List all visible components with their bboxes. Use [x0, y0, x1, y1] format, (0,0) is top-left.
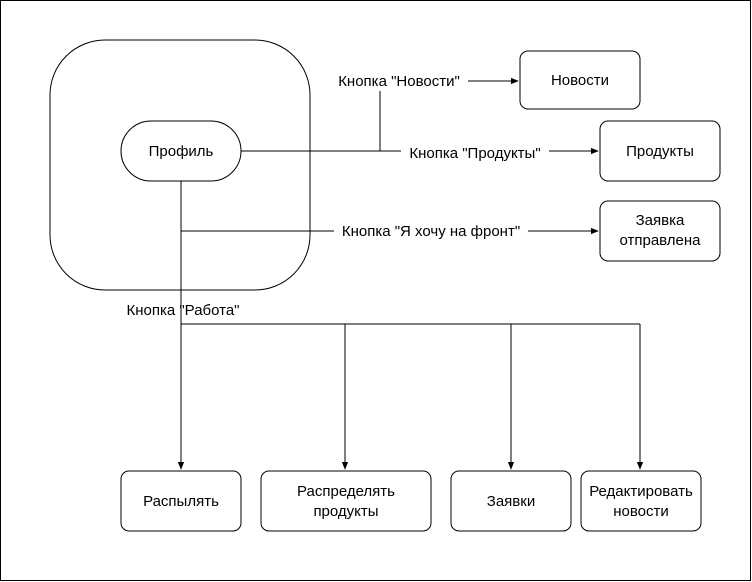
- node-products-label: Продукты: [626, 143, 694, 160]
- node-profile: Профиль: [120, 120, 242, 182]
- node-spray-label: Распылять: [143, 493, 219, 510]
- node-requests-label: Заявки: [487, 493, 535, 510]
- node-spray: Распылять: [120, 470, 242, 532]
- node-edit-news-label-line2: новости: [613, 503, 669, 520]
- node-distribute: Распределять продукты: [260, 470, 432, 532]
- edge-label-work: Кнопка "Работа": [126, 302, 239, 319]
- edge-label-products: Кнопка "Продукты": [409, 145, 540, 162]
- node-profile-label: Профиль: [149, 143, 214, 160]
- edge-label-news: Кнопка "Новости": [338, 73, 460, 90]
- node-distribute-label-line2: продукты: [313, 503, 378, 520]
- node-news: Новости: [519, 50, 641, 110]
- node-edit-news: Редактировать новости: [580, 470, 702, 532]
- node-distribute-label-line1: Распределять: [297, 483, 395, 500]
- node-requests: Заявки: [450, 470, 572, 532]
- node-request-sent-label-line2: отправлена: [619, 232, 701, 249]
- node-edit-news-label-line1: Редактировать: [589, 483, 693, 500]
- connectors: [177, 77, 644, 470]
- node-products: Продукты: [599, 120, 721, 182]
- node-request-sent: Заявка отправлена: [599, 200, 721, 262]
- edge-label-front: Кнопка "Я хочу на фронт": [342, 223, 520, 240]
- node-request-sent-label-line1: Заявка: [636, 212, 685, 229]
- node-news-label: Новости: [551, 72, 609, 89]
